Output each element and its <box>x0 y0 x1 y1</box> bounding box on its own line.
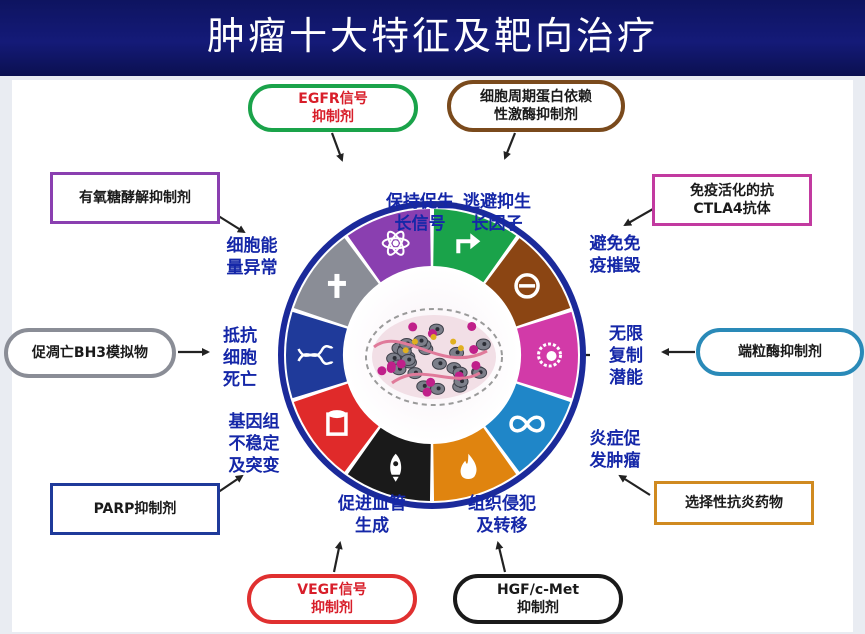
immune-cell <box>396 359 406 369</box>
immune-cell <box>469 344 479 354</box>
hallmark-label: 炎症促 发肿瘤 <box>589 429 641 471</box>
hallmark-label: 基因组 不稳定 及突变 <box>228 412 280 476</box>
therapy-box: 细胞周期蛋白依赖 性激酶抑制剂 <box>447 80 625 132</box>
immune-cell <box>422 387 432 397</box>
hallmark-label: 组织侵犯 及转移 <box>468 494 536 536</box>
immune-cell <box>408 322 418 332</box>
immune-cell <box>471 360 481 370</box>
blood-vessel-icon <box>326 410 348 436</box>
title-bar <box>0 0 865 76</box>
therapy-box: EGFR信号 抑制剂 <box>248 84 418 132</box>
blood-vessel <box>373 339 488 360</box>
connector-arrow <box>332 541 343 573</box>
infinity-icon <box>509 415 545 433</box>
prohibited-icon <box>514 273 540 299</box>
therapy-box: HGF/c-Met 抑制剂 <box>453 574 623 624</box>
connector-arrow <box>330 132 344 162</box>
connector-arrow <box>618 474 651 496</box>
slide-title: 肿瘤十大特征及靶向治疗 <box>206 14 658 58</box>
rocket-icon <box>390 453 402 482</box>
hallmark-label: 细胞能 量异常 <box>226 236 278 278</box>
hallmark-label: 抵抗 细胞 死亡 <box>223 326 257 390</box>
hallmark-segment <box>293 383 379 472</box>
atom-icon <box>381 230 410 256</box>
immune-cell-icon <box>537 342 562 368</box>
hallmark-label: 促进血管 生成 <box>338 494 406 536</box>
hallmark-segment <box>485 238 571 327</box>
immune-cell <box>467 321 477 331</box>
connector-arrow <box>503 132 517 160</box>
connector-arrow <box>495 541 507 573</box>
therapy-box: VEGF信号 抑制剂 <box>247 574 417 624</box>
arrow-up-right-icon <box>456 233 481 254</box>
flame-icon <box>460 453 477 479</box>
hallmark-label: 逃避抑生 长因子 <box>463 192 531 234</box>
hallmark-label: 保持促生 长信号 <box>386 192 454 234</box>
hallmark-label: 避免免 疫摧毁 <box>589 234 641 276</box>
tumor-cell-cluster <box>365 308 503 406</box>
therapy-box: 有氧糖酵解抑制剂 <box>50 172 220 224</box>
hallmark-label: 无限 复制 潜能 <box>609 324 643 388</box>
blood-vessel <box>391 371 481 385</box>
therapy-box: 端粒酶抑制剂 <box>696 328 864 376</box>
therapy-box: PARP抑制剂 <box>50 483 220 535</box>
cross-icon <box>327 273 346 298</box>
dna-icon <box>297 345 334 365</box>
therapy-box: 促凋亡BH3模拟物 <box>4 328 176 378</box>
therapy-box: 选择性抗炎药物 <box>654 481 814 525</box>
immune-cell <box>426 377 436 387</box>
hallmark-segment <box>347 427 431 501</box>
immune-cell <box>377 366 387 376</box>
immune-cell <box>386 361 396 371</box>
therapy-box: 免疫活化的抗 CTLA4抗体 <box>652 174 812 226</box>
